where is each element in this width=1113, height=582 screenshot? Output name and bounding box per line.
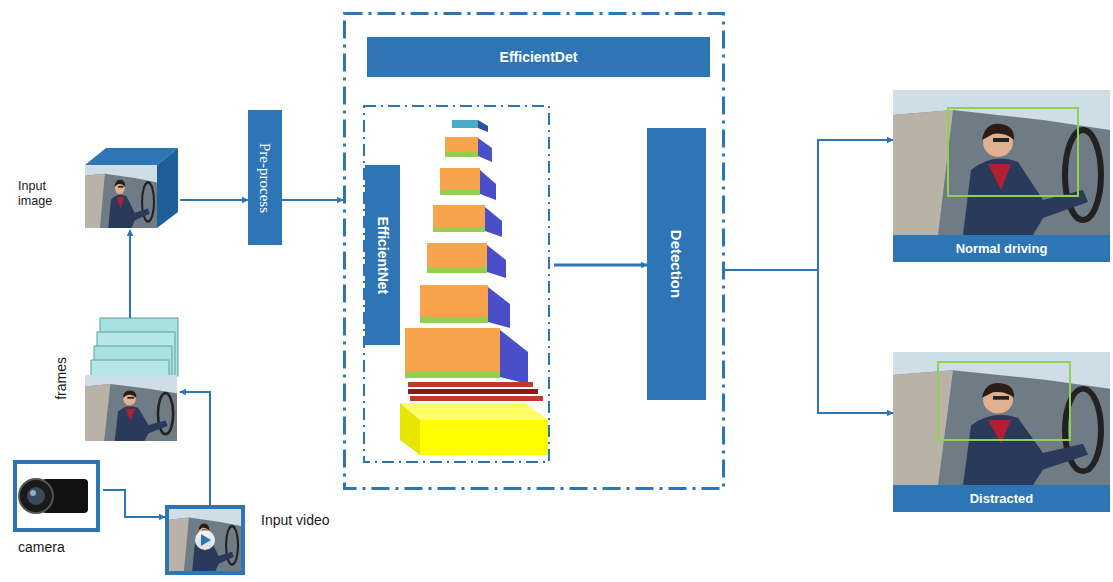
node-label: Input video: [261, 512, 330, 529]
backbone-pyramid-part: [433, 205, 485, 227]
backbone-pyramid-part: [400, 403, 548, 420]
video-node: Input video: [165, 505, 360, 575]
backbone-pyramid-part: [440, 168, 480, 190]
backbone-pyramid-part: [405, 328, 500, 372]
flow-arrow: [180, 392, 210, 505]
detection-box: Detection: [647, 128, 706, 400]
node-label: camera: [18, 539, 65, 556]
flow-arrow: [725, 270, 893, 413]
camera-picture-part: [19, 479, 53, 513]
label-band: Pre-process: [248, 110, 282, 245]
backbone-pyramid-part: [408, 389, 538, 394]
normal-photo-part: [893, 90, 1110, 235]
node-label: EfficientDet: [500, 49, 578, 66]
label-band: EfficientDet: [367, 37, 710, 77]
camera-picture-part: [27, 487, 45, 505]
backbone-pyramid-part: [478, 120, 488, 132]
distracted-photo-part: [938, 362, 1070, 440]
backbone-group: EfficientNet: [363, 105, 550, 463]
backbone-pyramid-part: [487, 245, 506, 278]
backbone-pyramid-part: [500, 330, 528, 384]
backbone-pyramid-part: [488, 287, 510, 328]
flow-arrow: [129, 230, 131, 318]
node-label: Input image: [18, 179, 80, 209]
backbone-pyramid-part: [420, 420, 548, 455]
node-label: frames: [53, 357, 70, 400]
distracted-photo-part: [893, 352, 1110, 485]
image-cube-part: [157, 148, 178, 228]
image-node: Input image: [18, 145, 180, 230]
backbone-pyramid-part: [408, 382, 533, 387]
frames-stack-part: [85, 375, 177, 441]
image-cube-part: [85, 165, 157, 228]
camera-picture-part: [15, 462, 98, 530]
label-band: Normal driving: [893, 235, 1110, 262]
label-area: Input image: [18, 171, 80, 217]
video-picture: [165, 505, 245, 575]
backbone-pyramid: [400, 120, 548, 455]
output-normal: Normal driving: [893, 90, 1110, 262]
output-distracted: Distracted: [893, 352, 1110, 512]
label-band: EfficientNet: [365, 165, 400, 345]
distracted-photo: [893, 352, 1110, 485]
backbone-pyramid-part: [433, 227, 485, 232]
dash-dot-outline: [345, 14, 724, 489]
node-label: Distracted: [970, 491, 1034, 507]
node-label: Detection: [668, 230, 686, 298]
normal-photo: [893, 90, 1110, 235]
backbone-pyramid-part: [427, 267, 487, 273]
backbone-pyramid-part: [420, 285, 488, 317]
flow-arrow: [282, 199, 343, 201]
normal-photo-part: [948, 108, 1078, 196]
backbone-pyramid-part: [420, 317, 488, 323]
backbone-pyramid-part: [405, 372, 500, 378]
process-box: Pre-process: [248, 110, 282, 245]
flow-arrow: [554, 264, 647, 267]
camera-picture-part: [30, 490, 36, 496]
frames-node: frames: [50, 318, 180, 442]
image-cube: [85, 148, 178, 228]
dash-dot-outline: [364, 106, 549, 462]
flow-arrow: [180, 199, 248, 201]
backbone-pyramid-part: [445, 137, 478, 152]
label-area: frames: [50, 338, 72, 418]
label-band: Distracted: [893, 485, 1110, 512]
camera-node: camera: [15, 460, 103, 560]
flow-arrow: [725, 140, 893, 270]
backbone-pyramid-part: [400, 403, 420, 455]
video-picture-part: [201, 534, 211, 546]
backbone-pyramid-part: [427, 243, 487, 267]
camera-picture: [15, 462, 98, 530]
frames-stack: [85, 318, 178, 441]
backbone-pyramid-part: [445, 152, 478, 157]
video-picture-part: [195, 530, 215, 550]
node-label: EfficientNet: [374, 216, 391, 294]
node-label: Normal driving: [956, 241, 1048, 257]
flow-arrow: [103, 490, 165, 517]
backbone-pyramid-part: [440, 190, 480, 195]
label-area: camera: [18, 536, 102, 558]
backbone-pyramid-part: [478, 138, 492, 162]
backbone-pyramid-part: [410, 396, 543, 401]
backbone-pyramid-part: [452, 120, 478, 128]
video-picture-part: [169, 509, 241, 571]
backbone-pyramid-part: [485, 207, 502, 237]
label-band: Detection: [647, 128, 706, 400]
model-group: EfficientDetEfficientNet Detection: [343, 12, 725, 490]
label-area: Input video: [261, 507, 359, 533]
node-label: Pre-process: [256, 143, 274, 213]
backbone-pyramid-part: [480, 170, 496, 200]
video-picture-part: [165, 505, 245, 575]
